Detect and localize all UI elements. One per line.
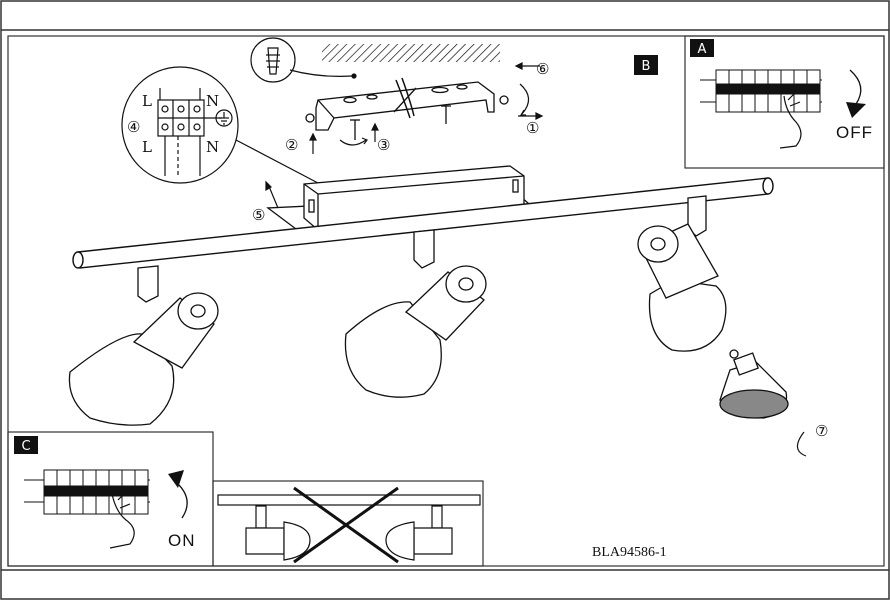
terminal-block-callout [121,66,319,184]
step-6: ⑥ [536,60,549,78]
panel-badge-b [634,55,658,75]
ceiling-hatch [322,44,500,62]
panel-badge-a [690,39,714,57]
screw-icon [350,105,451,140]
rotate-arrow-icon [849,69,862,105]
step-3: ③ [377,136,390,154]
breaker-row-c [24,469,150,515]
step-5: ⑤ [252,206,265,224]
panel-badge-c [14,436,38,454]
terminal-neutral-top: N [206,92,219,110]
step-2: ② [285,136,298,154]
spotlight-right [637,195,727,352]
light-bar [72,177,774,269]
up-arrow-icon [168,470,184,488]
on-label: ON [168,531,196,550]
step-4: ④ [127,118,140,136]
main-panel: B [68,37,828,457]
hand-icon [109,493,135,549]
incorrect-orientation-panel [212,480,484,567]
off-label: OFF [836,123,873,142]
breaker-row-a [700,69,822,113]
down-arrow-icon [846,102,866,118]
wall-plug-icon [250,37,357,83]
reflector-bulb [719,349,789,419]
switch-on-panel: C ON [7,431,214,567]
terminal-live-bottom: L [142,138,152,156]
mounting-bracket [305,77,509,131]
panel-label-a: A [698,42,707,57]
panel-label-c: C [21,439,30,454]
terminal-live-top: L [142,92,152,110]
spotlight-left [68,265,219,426]
rotate-arrow-icon [339,83,807,457]
hand-icon [779,93,802,149]
panel-label-b: B [642,59,651,74]
step-7: ⑦ [815,422,828,440]
rotate-arrow-icon [177,483,188,519]
terminal-neutral-bottom: N [206,138,219,156]
cross-mark-icon [293,486,399,564]
step-1: ① [526,119,539,137]
switch-off-panel: A OFF [684,35,885,169]
step-arrows [265,62,544,209]
document-code: BLA94586-1 [592,545,667,560]
earth-ground-icon [215,109,233,127]
spotlight-center [344,229,487,398]
